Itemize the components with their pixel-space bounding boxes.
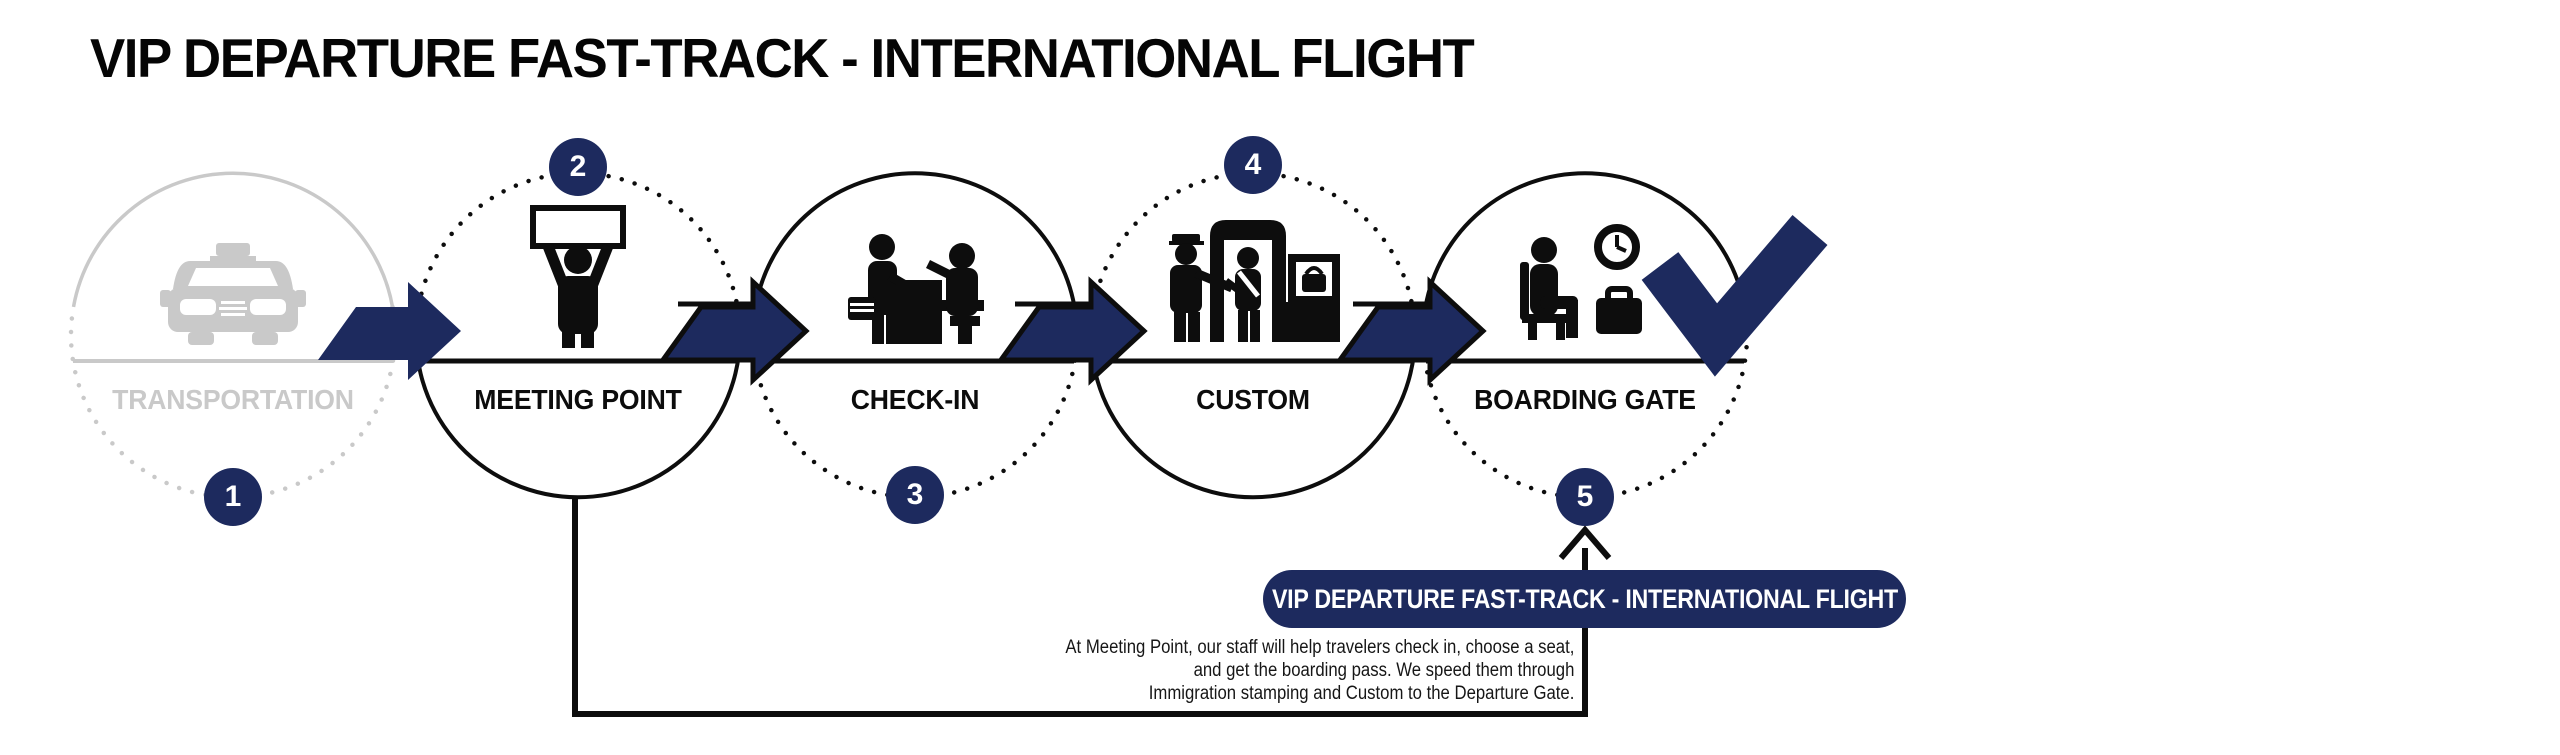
flow-arrow-3 bbox=[996, 276, 1148, 386]
security-scanner-icon bbox=[1169, 220, 1340, 342]
step-label-custom: CUSTOM bbox=[1196, 384, 1310, 415]
step-circle-custom bbox=[1089, 171, 1417, 500]
step-badge-5: 5 bbox=[1556, 468, 1614, 526]
step-label-meeting-point: MEETING POINT bbox=[474, 384, 682, 415]
taxi-icon bbox=[160, 243, 306, 345]
page-title: VIP DEPARTURE FAST-TRACK - INTERNATIONAL… bbox=[90, 27, 1475, 89]
callout-pill-label: VIP DEPARTURE FAST-TRACK - INTERNATIONAL… bbox=[1271, 583, 1898, 614]
flow-arrow-4 bbox=[1335, 276, 1487, 386]
callout-description: At Meeting Point, our staff will help tr… bbox=[1065, 636, 1574, 705]
step-badge-3: 3 bbox=[886, 466, 944, 524]
step-badge-1: 1 bbox=[204, 468, 262, 526]
step-label-transportation: TRANSPORTATION bbox=[112, 384, 354, 415]
waiting-seat-icon bbox=[1520, 224, 1642, 340]
step-badge-4: 4 bbox=[1224, 136, 1282, 194]
up-arrowhead-icon bbox=[1558, 525, 1612, 560]
greeter-sign-icon bbox=[530, 205, 626, 348]
step-label-check-in: CHECK-IN bbox=[850, 384, 980, 415]
flow-arrow-1 bbox=[318, 282, 461, 380]
flow-arrow-2 bbox=[658, 276, 810, 386]
check-in-desk-icon bbox=[848, 234, 984, 344]
callout-description-line: At Meeting Point, our staff will help tr… bbox=[1065, 637, 1574, 658]
callout-connector-line bbox=[572, 497, 1612, 717]
briefcase-icon bbox=[1596, 298, 1642, 334]
callout-description-line: and get the boarding pass. We speed them… bbox=[1193, 660, 1574, 681]
clock-icon bbox=[1594, 224, 1640, 270]
step-badge-2: 2 bbox=[549, 138, 607, 196]
callout-description-line: Immigration stamping and Custom to the D… bbox=[1148, 683, 1574, 704]
checkmark-icon bbox=[1641, 215, 1828, 377]
step-label-boarding-gate: BOARDING GATE bbox=[1474, 384, 1696, 415]
flow-arrows bbox=[318, 276, 1487, 386]
callout-pill: VIP DEPARTURE FAST-TRACK - INTERNATIONAL… bbox=[1263, 570, 1906, 628]
